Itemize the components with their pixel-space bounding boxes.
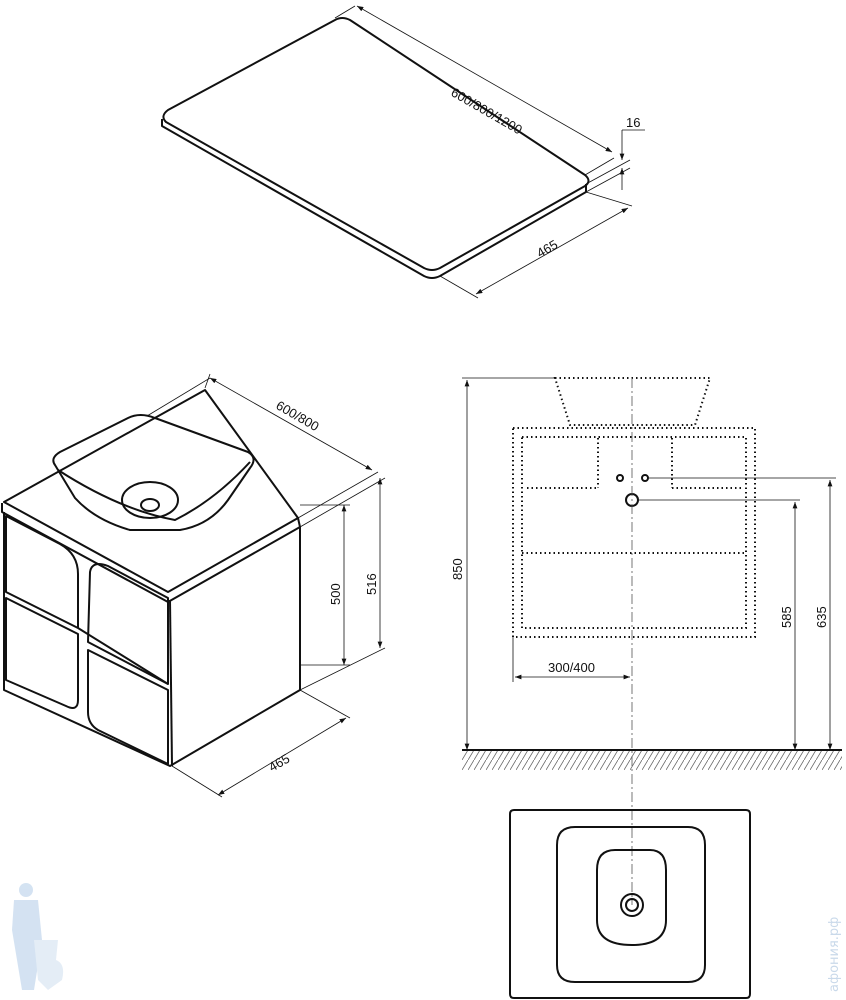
front-elevation: 850 585 635 300/400: [450, 377, 842, 905]
countertop-depth-label: 465: [534, 237, 560, 261]
plan-view: [509, 809, 751, 999]
cabinet-iso-drawing: 600/800 500 516 465: [1, 373, 386, 798]
elevation-total-height-label: 850: [450, 558, 465, 580]
watermark-mascot: [12, 883, 64, 990]
cabinet-width-label: 600/800: [274, 398, 322, 434]
total-height-label: 516: [364, 573, 379, 595]
countertop-length-label: 600/800/1200: [449, 85, 525, 138]
cabinet-depth-label: 465: [266, 751, 292, 775]
countertop-thickness-label: 16: [626, 115, 640, 130]
offset-label: 300/400: [548, 660, 595, 675]
cabinet-height-label: 500: [328, 583, 343, 605]
watermark-text: афония.рф: [827, 917, 842, 992]
supply-height-label: 635: [814, 606, 829, 628]
drain-height-label: 585: [779, 606, 794, 628]
countertop-drawing: 600/800/1200 16 465: [161, 5, 645, 299]
